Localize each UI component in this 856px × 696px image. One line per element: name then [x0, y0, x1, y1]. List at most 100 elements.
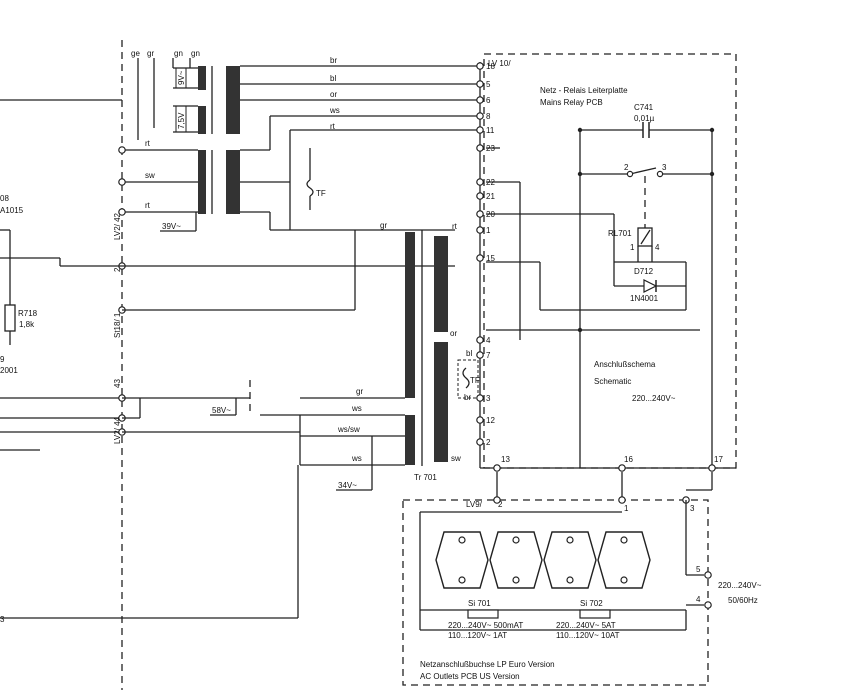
outlet-pin-1: 1	[624, 504, 629, 513]
connector-pin-node	[476, 210, 484, 218]
pin-13: 13	[501, 455, 510, 464]
socket-contact	[620, 576, 628, 584]
wire-br-lower: br	[464, 393, 471, 402]
connector-pin-node	[476, 112, 484, 120]
connector-pin-node	[476, 178, 484, 186]
c741-ref: C741	[634, 103, 654, 112]
wire-gr-lower: gr	[380, 221, 387, 230]
diode-part: 1N4001	[630, 294, 659, 303]
wire-br: br	[330, 56, 337, 65]
wire-ws-2: ws	[351, 404, 362, 413]
ac-outlet-socket	[489, 531, 543, 589]
outlet-board: LV9/ 2 1 3 Si 701 220...240V~ 500mAT 110…	[402, 472, 762, 686]
r718-value: 1,8k	[19, 320, 35, 329]
socket-contact	[620, 536, 628, 544]
mains-frequency: 50/60Hz	[728, 596, 758, 605]
wire-rt-3: rt	[145, 201, 151, 210]
conn-lv2-42: LV2/ 42	[113, 212, 122, 240]
ac-outlet-socket	[435, 531, 489, 589]
label-7-5v: 7,5V	[177, 112, 186, 129]
wire-ws-sw: ws/sw	[337, 425, 360, 434]
connector-pin-label: 20	[486, 210, 495, 219]
conn-lv2-44: LV2/ 44	[113, 416, 122, 444]
label-58v: 58V~	[212, 406, 231, 415]
connector-pin-label: 8	[486, 112, 491, 121]
socket-contact	[458, 536, 466, 544]
outlet-pin-5: 5	[696, 565, 701, 574]
socket-contact	[566, 576, 574, 584]
wire-ws: ws	[329, 106, 340, 115]
fuse-si701-ref: Si 701	[468, 599, 491, 608]
connector-pin-label: 22	[486, 178, 495, 187]
wire-rt-2: rt	[145, 139, 151, 148]
connector-pin-label: 12	[486, 416, 495, 425]
wire-gr-2: gr	[356, 387, 363, 396]
connector-pin-node	[476, 144, 484, 152]
connector-pin-label: 7	[486, 351, 491, 360]
outlet-title-en: AC Outlets PCB US Version	[420, 672, 520, 681]
wire-ge: ge	[131, 49, 140, 58]
lower-transformer: gr rt or bl br sw Tr 701 gr ws ws/sw ws …	[122, 221, 480, 618]
outlet-pin-4: 4	[696, 595, 701, 604]
connector-lv10: LV 10/	[488, 59, 511, 68]
label-34v: 34V~	[338, 481, 357, 490]
label-9v: 9V~	[177, 70, 186, 85]
left-junctions	[59, 146, 455, 436]
wire-rt: rt	[330, 122, 336, 131]
conn-lv9-pin: 2	[498, 500, 503, 509]
connector-pin-node	[476, 192, 484, 200]
fuse-si702-ref: Si 702	[580, 599, 603, 608]
resistor-r718	[4, 304, 16, 332]
connector-pin-label: 11	[486, 126, 495, 135]
pin-17: 17	[714, 455, 723, 464]
connector-pin-node	[476, 438, 484, 446]
wire-gr-top: gr	[147, 49, 154, 58]
switch-pin-2: 2	[624, 163, 629, 172]
connector-pin-node	[476, 62, 484, 70]
connector-pin-node	[476, 394, 484, 402]
transformer-ref: Tr 701	[414, 473, 437, 482]
relay-ref: RL701	[608, 229, 632, 238]
socket-contact	[458, 576, 466, 584]
connector-pin-label: 6	[486, 96, 491, 105]
note-voltage: 220...240V~	[632, 394, 676, 403]
mains-relay-pcb: LV 10/ Netz - Relais Leiterplatte Mains …	[479, 53, 737, 472]
pin-16: 16	[624, 455, 633, 464]
connector-pin-label: 5	[486, 80, 491, 89]
connector-pin-node	[476, 336, 484, 344]
conn-pin-2: 2	[113, 267, 122, 272]
connector-pin-node	[476, 96, 484, 104]
connector-pin-label: 23	[486, 144, 495, 153]
conn-pin-43: 43	[113, 379, 122, 388]
connector-pin-node	[476, 416, 484, 424]
diode-ref: D712	[634, 267, 654, 276]
connector-pin-node	[476, 351, 484, 359]
relay-pin-4: 4	[655, 243, 660, 252]
connector-pin-label: 18	[486, 62, 495, 71]
socket-contact	[566, 536, 574, 544]
socket-contact	[512, 536, 520, 544]
socket-contact	[512, 576, 520, 584]
fuse-si702-us: 110...120V~ 10AT	[556, 631, 620, 640]
partial-label-1: 08	[0, 194, 9, 203]
wire-or: or	[330, 90, 337, 99]
connector-pin-label: 4	[486, 336, 491, 345]
wire-sw-lower: sw	[451, 454, 461, 463]
conn-st18-1: St18/ 1	[113, 312, 122, 338]
wire-gn-2: gn	[191, 49, 200, 58]
wire-gn-1: gn	[174, 49, 183, 58]
outlet-pin-3: 3	[690, 504, 695, 513]
board-title-de: Netz - Relais Leiterplatte	[540, 86, 628, 95]
switch-pin-3: 3	[662, 163, 667, 172]
thermal-fuse-top: TF	[316, 189, 326, 198]
wire-bl-lower: bl	[466, 349, 472, 358]
c741-value: 0,01µ	[634, 114, 655, 123]
connector-pin-label: 1	[486, 226, 491, 235]
connector-pin-node	[476, 226, 484, 234]
mains-voltage: 220...240V~	[718, 581, 762, 590]
note-de: Anschlußschema	[594, 360, 656, 369]
ac-outlet-socket	[543, 531, 597, 589]
r718-ref: R718	[18, 309, 38, 318]
fuse-si701-us: 110...120V~ 1AT	[448, 631, 507, 640]
